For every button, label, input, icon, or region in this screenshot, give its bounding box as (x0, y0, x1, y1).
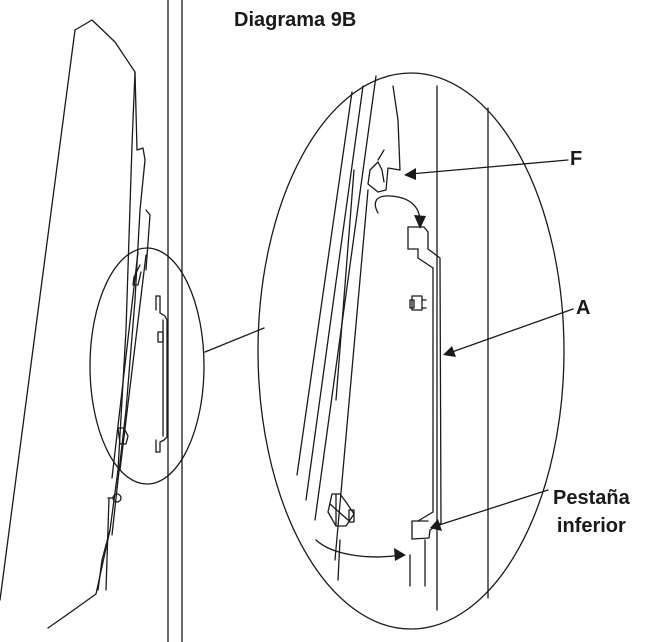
callout-f-label: F (570, 148, 583, 170)
connector-line (205, 328, 264, 352)
detail-circle-large (258, 73, 564, 629)
arrowhead-tab (394, 548, 406, 561)
arrowhead-f (404, 168, 416, 180)
callout-a-leader (452, 309, 573, 352)
callout-a-label: A (576, 297, 591, 319)
callout-tab-leader (436, 490, 548, 526)
diagram-title: Diagrama 9B (234, 9, 357, 31)
display-side-profile (0, 20, 150, 628)
arrowhead-a (443, 346, 456, 357)
wall-lines (168, 0, 182, 642)
callout-bottom-tab-label: Pestaña inferior (553, 484, 630, 540)
arrowhead-hook (414, 215, 426, 229)
callout-bottom-tab-line2: inferior (556, 515, 626, 537)
callout-bottom-tab-line1: Pestaña (553, 487, 630, 509)
detail-circle-small (90, 248, 204, 484)
arrowhead-tab-callout (430, 519, 442, 531)
callout-f-leader (410, 160, 568, 174)
